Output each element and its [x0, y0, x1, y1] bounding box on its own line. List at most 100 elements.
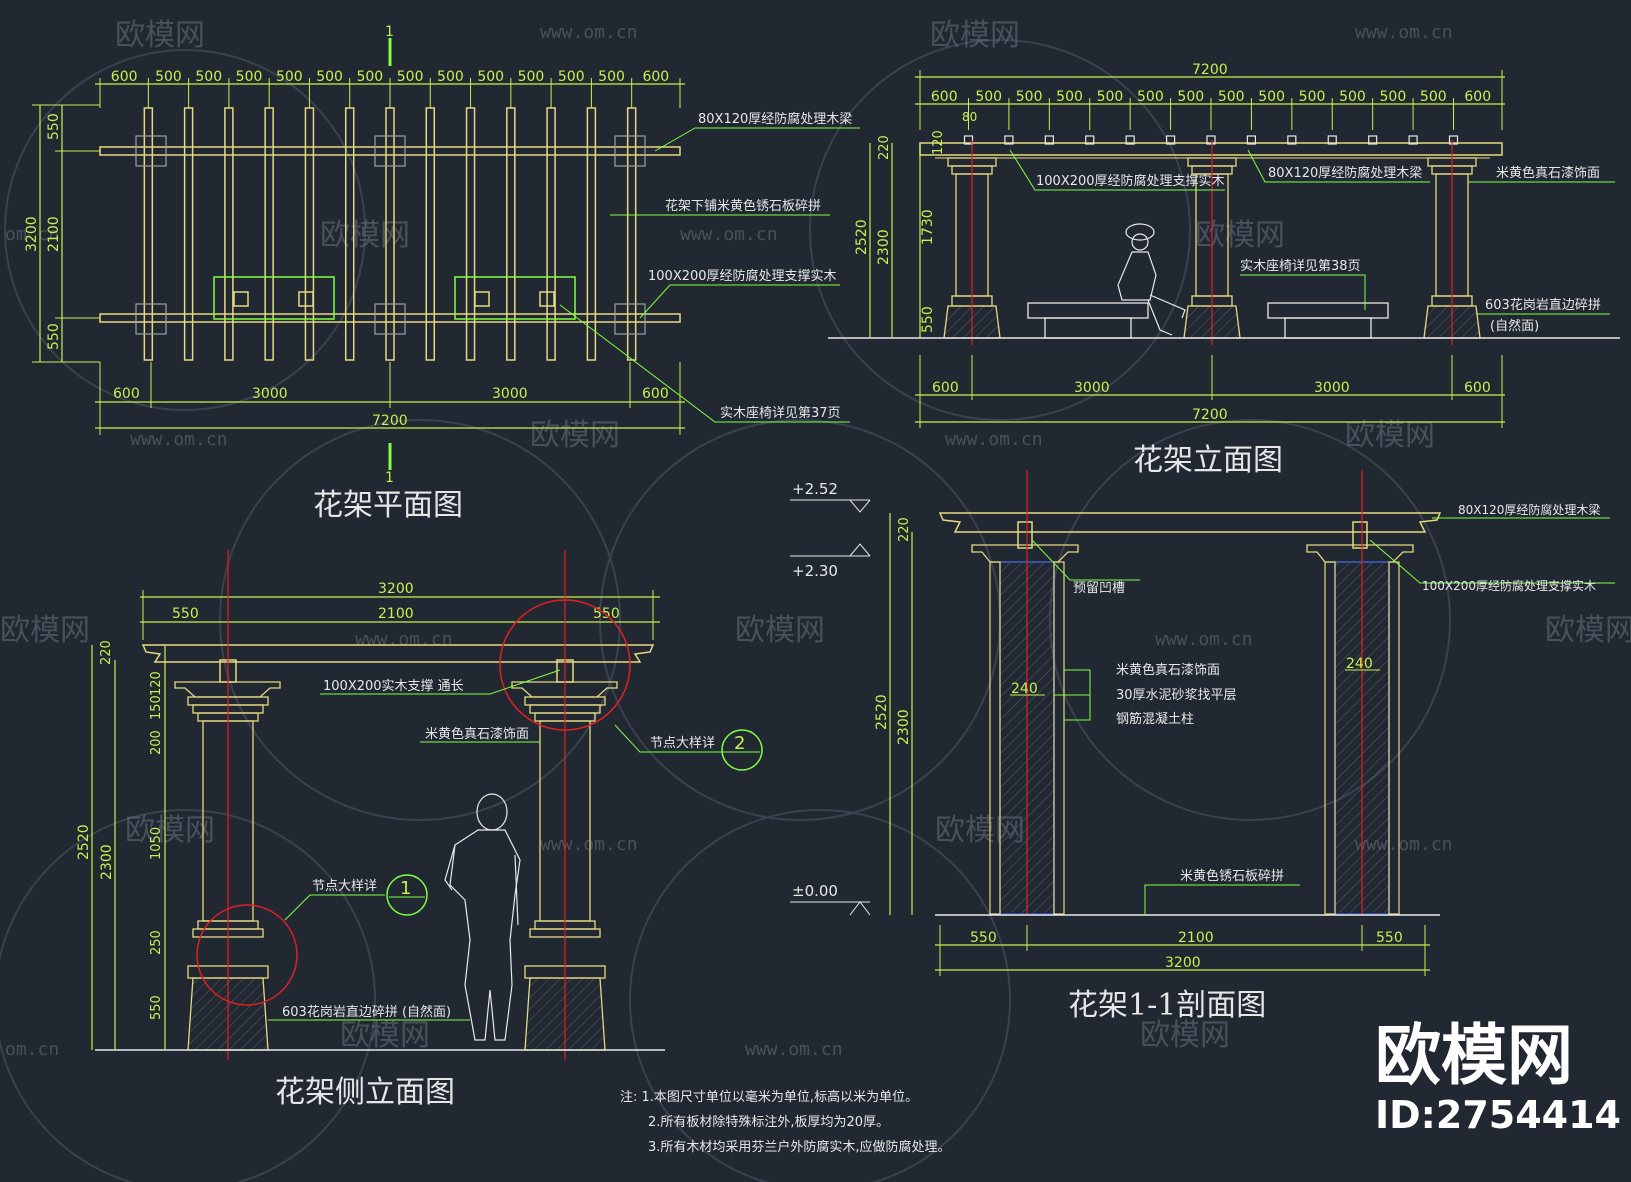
- elev-left-dim: 550: [920, 306, 936, 333]
- plan-rafter: [344, 107, 355, 361]
- plan-bench: [454, 276, 576, 320]
- plan-top-dim: 600: [111, 69, 138, 85]
- brand-id: ID:2754414: [1375, 1093, 1621, 1137]
- plan-bench-leg: [298, 291, 314, 307]
- plan-rafter: [264, 107, 274, 361]
- plan-label-bench: 实木座椅详见第37页: [720, 406, 841, 421]
- elev-bench: [1027, 302, 1149, 319]
- elev-rafter-end: [1206, 135, 1216, 145]
- elev-column-middle: [1183, 140, 1241, 345]
- plan-column: [614, 135, 646, 167]
- elev-bench: [1267, 302, 1389, 319]
- elev-top-ticks: [919, 70, 1503, 130]
- plan-left-dim: 2100: [46, 216, 62, 252]
- plan-total-dim: 7200: [372, 413, 408, 429]
- elev-left-total: 2520: [854, 219, 870, 255]
- plan-left-dim: 550: [46, 113, 62, 140]
- side-label-paint: 米黄色真石漆饰面: [425, 726, 529, 742]
- side-top-dim: 2100: [378, 606, 414, 622]
- level-marker: [849, 543, 871, 557]
- plan-rafters: [143, 107, 637, 361]
- elev-total-dim: 7200: [1192, 62, 1228, 78]
- elev-rafter-end: [1165, 135, 1176, 145]
- node-detail-circle: [499, 599, 631, 731]
- watermark-text: 欧模网: [930, 18, 1020, 53]
- watermark-url: www.om.cn: [130, 429, 228, 450]
- elev-bench-base: [1044, 317, 1132, 339]
- note-item: 2.所有板材除特殊标注外,板厚均为20厚。: [648, 1115, 890, 1130]
- elev-rafter-end: [1004, 135, 1014, 145]
- section-column-right: [1306, 470, 1414, 915]
- elevation-title: 花架立面图: [1133, 443, 1283, 478]
- watermark-text: 欧模网: [115, 18, 205, 53]
- section-label-mortar: 30厚水泥砂浆找平层: [1116, 688, 1237, 703]
- elev-bench-base: [1284, 317, 1372, 339]
- elev-top-dim: 600: [1464, 89, 1491, 105]
- plan-rafter: [586, 107, 597, 361]
- side-left-dim: 200: [149, 730, 164, 755]
- plan-title: 花架平面图: [313, 488, 463, 523]
- watermark-url: www.om.cn: [540, 22, 638, 43]
- brand-logo-text: 欧模网: [1375, 1017, 1573, 1094]
- watermark-text: 欧模网: [1140, 1018, 1230, 1053]
- elev-label-beam: 80X120厚经防腐处理木梁: [1268, 165, 1422, 181]
- plan-rafter: [183, 107, 194, 361]
- elev-rafter-end: [1327, 135, 1337, 145]
- cut-mark-label: 1: [385, 470, 394, 486]
- watermark-url: om.cn: [5, 224, 59, 245]
- level-marker: [849, 499, 871, 513]
- elev-rafter-end: [1408, 135, 1418, 145]
- elev-rafter-end: [1448, 135, 1459, 145]
- section-label-paint: 米黄色真石漆饰面: [1116, 662, 1220, 678]
- side-left-dim: 1050: [149, 827, 164, 860]
- plan-rafter: [224, 107, 234, 361]
- plan-label-beam: 80X120厚经防腐处理木梁: [698, 111, 852, 127]
- plan-left-total: 3200: [24, 216, 40, 252]
- section-view: +2.52 +2.30 ±0.00 240 24: [790, 470, 1615, 1023]
- plan-column: [614, 303, 646, 335]
- standing-person-figure: [444, 793, 521, 1041]
- leader-line: [1247, 149, 1430, 183]
- watermark-text: 欧模网: [125, 813, 215, 848]
- elev-bottom-dim: 3000: [1074, 380, 1110, 396]
- level-marker: [849, 901, 871, 916]
- level-label: +2.30: [792, 562, 838, 580]
- plan-top-dim: 500: [316, 69, 343, 85]
- side-left-dim: 550: [149, 995, 164, 1020]
- plan-top-dim: 500: [598, 69, 625, 85]
- side-label-support: 100X200实木支撑 通长: [323, 679, 464, 694]
- plan-bench-leg: [233, 291, 249, 307]
- elev-bottom-dim: 600: [932, 380, 959, 396]
- notes-lead: 注:: [620, 1090, 638, 1105]
- plan-top-dim: 500: [437, 69, 464, 85]
- elev-label-support: 100X200厚经防腐处理支撑实木: [1036, 173, 1225, 189]
- plan-top-dim: 500: [356, 69, 383, 85]
- plan-top-dim: 600: [642, 69, 669, 85]
- watermark-url: om.cn: [5, 1039, 59, 1060]
- elev-label-paint: 米黄色真石漆饰面: [1496, 165, 1600, 181]
- elev-bottom-dim: 600: [1464, 380, 1491, 396]
- elev-rafter-end: [1044, 135, 1054, 145]
- side-top-total: 3200: [378, 581, 414, 597]
- watermark-text: 欧模网: [1345, 418, 1435, 453]
- node-callout-number: 1: [400, 878, 411, 899]
- side-left-dim: 120: [149, 671, 164, 696]
- side-column-left: [174, 550, 281, 1060]
- plan-top-dim: 500: [195, 69, 222, 85]
- section-label-support: 100X200厚经防腐处理支撑实木: [1422, 578, 1596, 593]
- plan-top-dim: 500: [518, 69, 545, 85]
- plan-rafter: [143, 107, 154, 361]
- side-left-dim: 250: [149, 930, 164, 955]
- section-label-rc: 钢筋混凝土柱: [1116, 711, 1194, 727]
- leader-line: [614, 724, 725, 753]
- elev-rafter-end: [1287, 135, 1297, 145]
- leader-line: [284, 894, 385, 921]
- leader-line: [1369, 539, 1615, 584]
- watermark-text: 欧模网: [1545, 613, 1631, 648]
- elev-left-dim: 220: [877, 135, 892, 160]
- leader-line: [639, 284, 840, 319]
- side-label-node2: 节点大样详: [650, 736, 715, 751]
- leader-line: [654, 127, 860, 152]
